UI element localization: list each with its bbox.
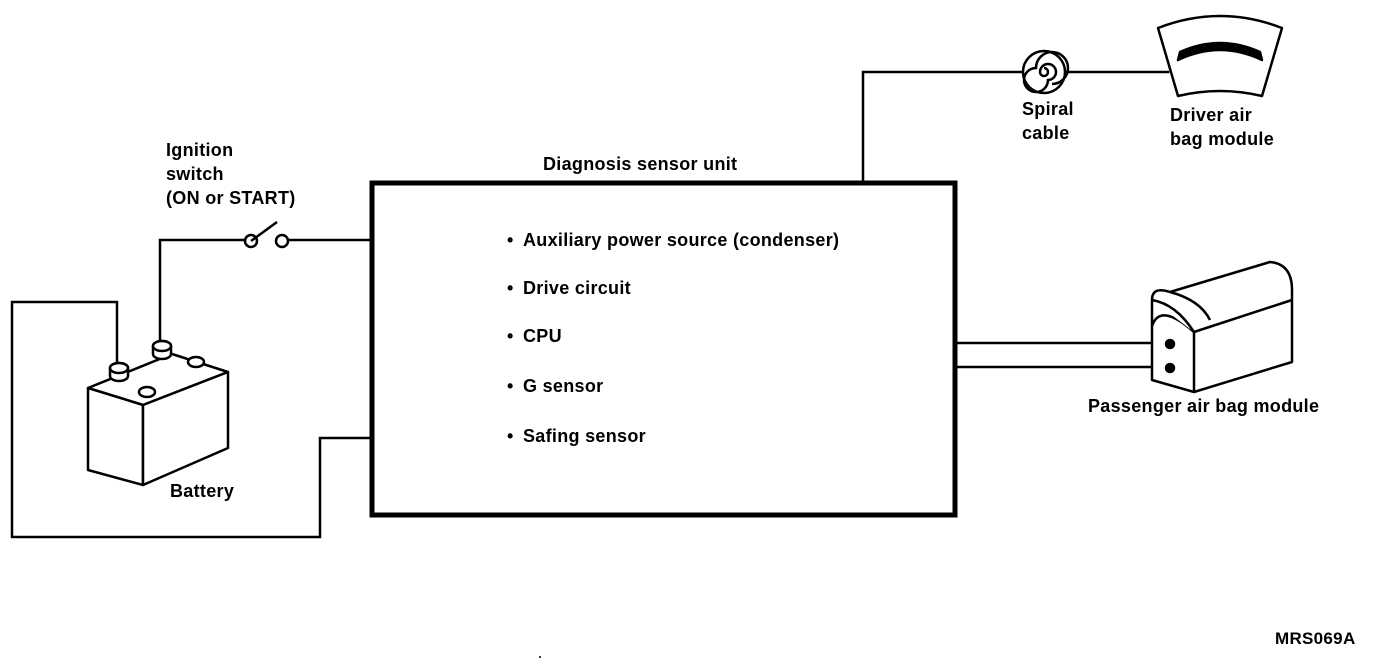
bullet-icon: • bbox=[507, 230, 514, 250]
driver-air-bag-module-icon bbox=[1156, 14, 1284, 98]
passenger-air-bag-module-label: Passenger air bag module bbox=[1088, 396, 1320, 416]
spiral-cable-label-1: Spiral bbox=[1022, 99, 1074, 119]
passenger-air-bag-module-icon bbox=[1150, 260, 1294, 394]
battery-label: Battery bbox=[170, 481, 235, 501]
driver-air-bag-module-label-2: bag module bbox=[1170, 129, 1275, 149]
driver-air-bag-module-label-1: Driver air bbox=[1170, 105, 1253, 125]
bullet-icon: • bbox=[507, 376, 514, 396]
bullet-icon: • bbox=[507, 326, 514, 346]
spiral-cable-icon bbox=[1021, 49, 1070, 95]
diagnosis-sensor-unit-label: Diagnosis sensor unit bbox=[543, 154, 738, 174]
ignition-switch-label-1: Ignition bbox=[166, 140, 234, 160]
wire-to-driver-module bbox=[861, 70, 1170, 185]
list-item: •Drive circuit bbox=[507, 278, 631, 298]
list-item: •G sensor bbox=[507, 376, 604, 396]
wire-battery-ground bbox=[10, 300, 374, 539]
ignition-switch-label-3: (ON or START) bbox=[166, 188, 296, 208]
list-item: •CPU bbox=[507, 326, 562, 346]
ignition-switch-label-2: switch bbox=[166, 164, 224, 184]
list-item: •Safing sensor bbox=[507, 426, 646, 446]
spiral-cable-label-2: cable bbox=[1022, 123, 1070, 143]
figure-code-label: MRS069A bbox=[1275, 629, 1356, 648]
ignition-switch bbox=[243, 220, 290, 249]
list-item: •Auxiliary power source (condenser) bbox=[507, 230, 840, 250]
scan-dot bbox=[539, 656, 541, 658]
battery-icon bbox=[86, 339, 230, 487]
bullet-icon: • bbox=[507, 278, 514, 298]
diagnosis-sensor-unit-box bbox=[369, 180, 958, 518]
bullet-icon: • bbox=[507, 426, 514, 446]
wire-battery-to-switch bbox=[158, 238, 247, 342]
